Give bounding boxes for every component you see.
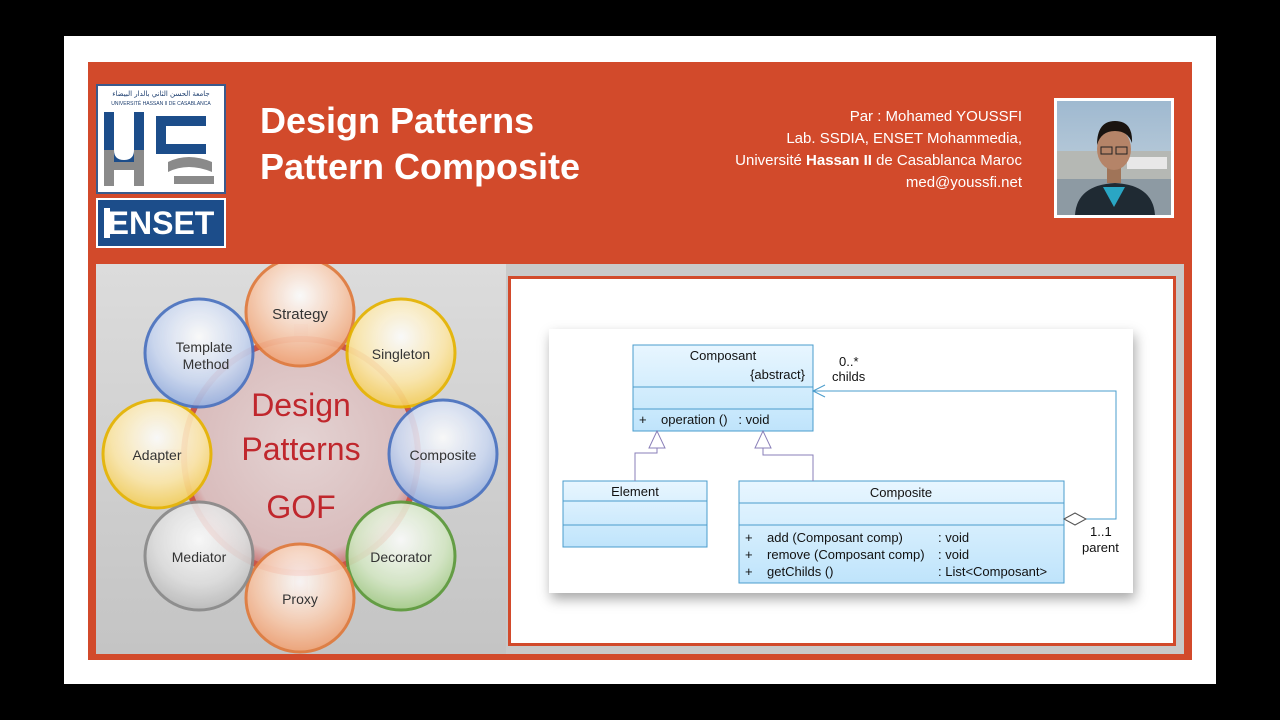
gof-label-template-method: Template Method (176, 339, 237, 372)
enset-logo-bar (104, 208, 110, 238)
gof-diagram: Strategy Singleton Composite Decorator (96, 256, 506, 654)
uml-class-element[interactable]: Element (562, 480, 708, 548)
gof-label-decorator: Decorator (370, 549, 432, 565)
gof-pattern-composite[interactable]: Composite (387, 398, 499, 510)
gof-pattern-mediator[interactable]: Mediator (143, 500, 255, 612)
gof-center-line-2: Patterns (241, 431, 360, 467)
childs-label: childs (832, 369, 866, 384)
gof-label-mediator: Mediator (172, 549, 227, 565)
gof-pattern-decorator[interactable]: Decorator (345, 500, 457, 612)
parent-multiplicity: 1..1 (1090, 524, 1112, 539)
gof-pattern-proxy[interactable]: Proxy (244, 542, 356, 654)
uml-class-composite[interactable]: Composite + add (Composant comp) : void … (738, 480, 1065, 584)
slide-frame: جامعة الحسن الثاني بالدار البيضاء UNIVER… (88, 62, 1192, 660)
element-name: Element (611, 484, 659, 499)
gof-center-line-1: Design (251, 387, 351, 423)
gof-label-template-line: Template (176, 339, 233, 355)
uml-inheritance-composite (754, 429, 814, 481)
composant-method: + operation () : void (639, 412, 769, 427)
university-bold: Hassan II (806, 152, 872, 169)
gof-label-strategy: Strategy (272, 306, 328, 323)
enset-logo-text: ENSET (107, 205, 215, 241)
author-lab: Lab. SSDIA, ENSET Mohammedia, (786, 130, 1022, 147)
gof-label-method-line: Method (183, 356, 230, 372)
university-suffix: de Casablanca Maroc (871, 152, 1022, 169)
gof-pattern-singleton[interactable]: Singleton (345, 297, 457, 409)
author-name: Par : Mohamed YOUSSFI (849, 108, 1022, 125)
title-line-2: Pattern Composite (260, 146, 581, 187)
university-prefix: Université (735, 152, 807, 169)
university-logo-mark: UNIVERSITÉ HASSAN II DE CASABLANCA (104, 100, 214, 186)
composant-name: Composant (690, 348, 757, 363)
title-line-1: Design Patterns (260, 100, 535, 141)
gof-label-proxy: Proxy (282, 591, 318, 607)
uml-diagram: Composant {abstract} + operation () : vo… (562, 344, 1119, 584)
uml-panel: Composant {abstract} + operation () : vo… (508, 276, 1176, 646)
slide: جامعة الحسن الثاني بالدار البيضاء UNIVER… (64, 36, 1216, 684)
enset-logo: ENSET (96, 198, 226, 248)
composite-name: Composite (870, 485, 932, 500)
composant-stereotype: {abstract} (750, 367, 806, 382)
uml-inheritance-element (634, 429, 666, 481)
uml-aggregation (811, 384, 1117, 526)
gof-pattern-adapter[interactable]: Adapter (101, 398, 213, 510)
composite-method-sig: + getChilds () (745, 564, 834, 579)
gof-label-adapter: Adapter (132, 447, 181, 463)
university-logo: جامعة الحسن الثاني بالدار البيضاء UNIVER… (96, 84, 226, 194)
composite-method-ret: : void (938, 547, 969, 562)
page-title: Design Patterns Pattern Composite (260, 98, 580, 190)
author-photo-image (1057, 101, 1171, 215)
author-photo (1054, 98, 1174, 218)
header: جامعة الحسن الثاني بالدار البيضاء UNIVER… (88, 62, 1192, 260)
gof-pattern-template-method[interactable]: Template Method (143, 297, 255, 409)
author-university: Université Hassan II de Casablanca Maroc (735, 150, 1022, 172)
uml-canvas: Composant {abstract} + operation () : vo… (549, 329, 1133, 593)
parent-label: parent (1082, 540, 1119, 555)
gof-label-composite: Composite (410, 447, 477, 463)
university-logo-french: UNIVERSITÉ HASSAN II DE CASABLANCA (111, 100, 211, 107)
university-logo-arabic: جامعة الحسن الثاني بالدار البيضاء (112, 90, 210, 98)
author-email: med@youssfi.net (905, 174, 1022, 191)
gof-pattern-strategy[interactable]: Strategy (244, 256, 356, 368)
composite-method-ret: : void (938, 530, 969, 545)
composite-method-ret: : List<Composant> (938, 564, 1047, 579)
content-area: Strategy Singleton Composite Decorator (96, 256, 1184, 654)
composite-method-sig: + add (Composant comp) (745, 530, 903, 545)
gof-diagram-svg: Strategy Singleton Composite Decorator (101, 256, 499, 654)
childs-multiplicity: 0..* (839, 354, 859, 369)
composite-method-sig: + remove (Composant comp) (745, 547, 925, 562)
author-info: Par : Mohamed YOUSSFI Lab. SSDIA, ENSET … (735, 106, 1022, 194)
uml-class-composant[interactable]: Composant {abstract} + operation () : vo… (632, 344, 814, 432)
gof-center-line-3: GOF (266, 489, 335, 525)
gof-label-singleton: Singleton (372, 346, 430, 362)
